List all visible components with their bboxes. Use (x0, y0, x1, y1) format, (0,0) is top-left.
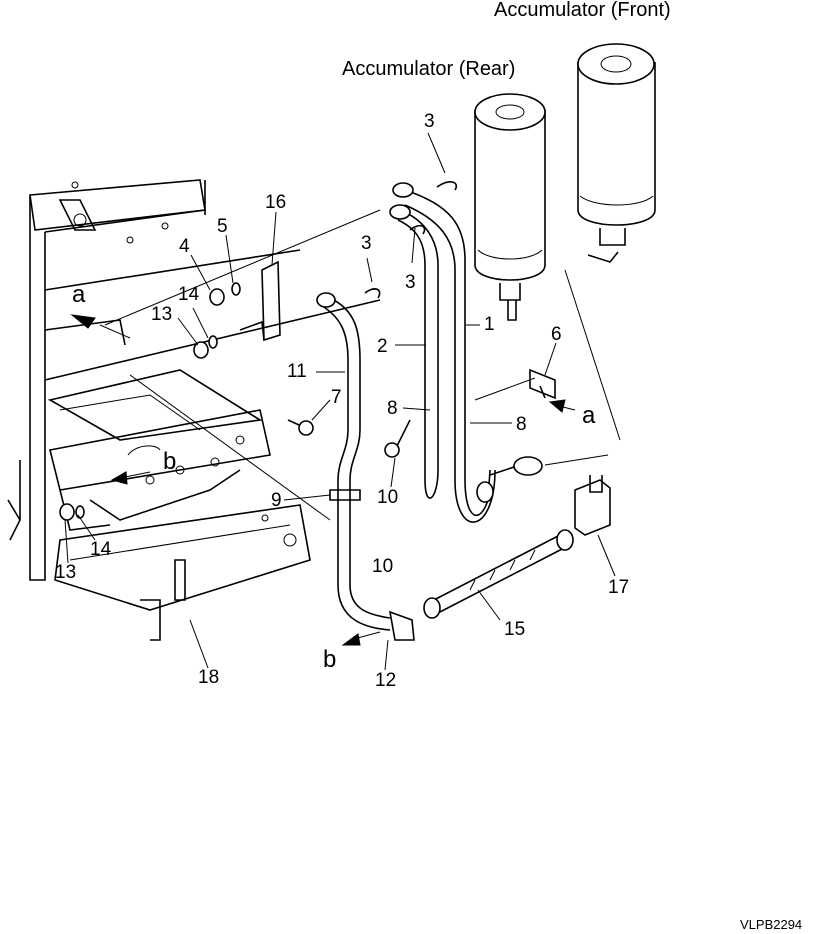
callout-8: 8 (387, 398, 398, 419)
callout-3: 3 (405, 272, 416, 293)
callout-6: 6 (551, 324, 562, 345)
callout-13: 13 (151, 304, 173, 325)
hoses (316, 182, 621, 641)
accumulator-front (577, 43, 656, 263)
callout-13: 13 (55, 562, 77, 583)
accumulator-rear-title: Accumulator (Rear) (342, 58, 516, 80)
callout-12: 12 (375, 670, 397, 691)
reference-a: a (72, 281, 86, 308)
reference-b: b (163, 448, 177, 475)
callout-16: 16 (265, 192, 287, 213)
callout-14: 14 (178, 284, 200, 305)
callout-14: 14 (90, 539, 112, 560)
callout-9: 9 (271, 490, 282, 511)
callout-3: 3 (424, 111, 435, 132)
callout-17: 17 (608, 577, 630, 598)
callout-15: 15 (504, 619, 526, 640)
callout-11: 11 (287, 361, 307, 382)
reference-a: a (582, 402, 596, 429)
leader-lines (64, 132, 616, 671)
callout-4: 4 (179, 236, 190, 257)
callout-5: 5 (217, 216, 228, 237)
drawing-code: VLPB2294 (740, 917, 803, 932)
callout-10: 10 (377, 487, 399, 508)
callout-8: 8 (516, 414, 527, 435)
accumulator-rear (474, 93, 546, 321)
callout-2: 2 (377, 336, 388, 357)
accumulator-front-title: Accumulator (Front) (494, 0, 671, 21)
callout-7: 7 (331, 387, 342, 408)
fasteners (59, 181, 556, 521)
callout-3: 3 (361, 233, 372, 254)
callout-10: 10 (372, 556, 394, 577)
callout-1: 1 (484, 314, 495, 335)
callout-18: 18 (198, 667, 220, 688)
reference-b: b (323, 646, 337, 673)
